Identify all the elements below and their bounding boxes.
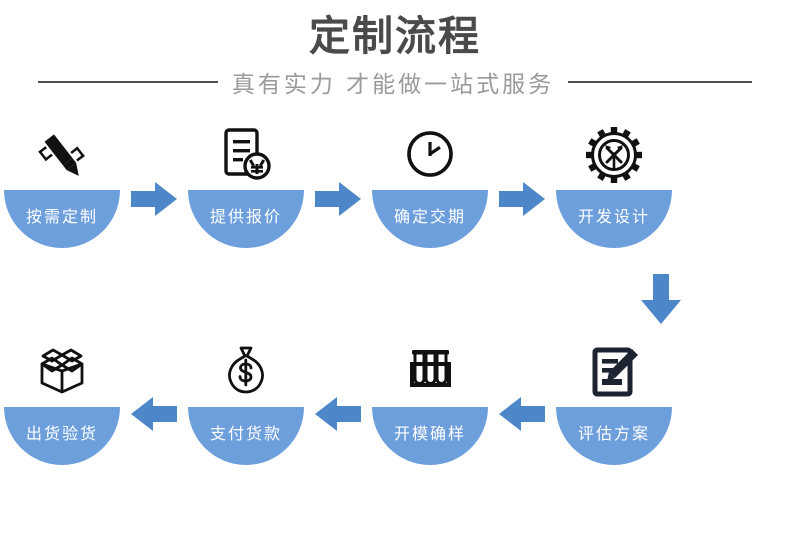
- clipboard-pen-icon: [578, 337, 650, 409]
- arrow-right-icon: [492, 118, 552, 248]
- flow-step-label: 开模确样: [393, 424, 466, 443]
- pencil-ruler-icon: [26, 120, 98, 192]
- step-pill: 评估方案: [556, 407, 672, 465]
- flow-step-provide-quotation[interactable]: 提供报价: [184, 118, 308, 248]
- flow-step-label: 开发设计: [577, 207, 650, 226]
- step-pill: 确定交期: [372, 190, 488, 248]
- flow-step-pay-for-goods[interactable]: 支付货款: [184, 335, 308, 465]
- step-pill: 出货验货: [4, 407, 120, 465]
- subtitle-row: 真有实力 才能做一站式服务: [0, 64, 790, 100]
- divider-left: [37, 81, 218, 83]
- page-header: 定制流程 真有实力 才能做一站式服务: [0, 0, 790, 110]
- flow-step-label: 按需定制: [25, 207, 98, 226]
- step-pill: 开模确样: [372, 407, 488, 465]
- clock-icon: [394, 120, 466, 192]
- arrow-right-icon: [124, 118, 184, 248]
- flow-step-label: 确定交期: [393, 207, 466, 226]
- flow-row-two: 出货验货 支付货款: [0, 335, 790, 465]
- page-title: 定制流程: [309, 12, 481, 60]
- arrow-down-icon: [635, 272, 687, 326]
- test-tubes-icon: [394, 337, 466, 409]
- step-pill: 支付货款: [188, 407, 304, 465]
- open-box-icon: [26, 337, 98, 409]
- flow-step-shipment-inspection[interactable]: 出货验货: [0, 335, 124, 465]
- step-pill: 提供报价: [188, 190, 304, 248]
- flow-step-label: 评估方案: [577, 424, 650, 443]
- step-pill: 按需定制: [4, 190, 120, 248]
- flow-step-custom-on-demand[interactable]: 按需定制: [0, 118, 124, 248]
- gear-tools-icon: [578, 120, 650, 192]
- flow-step-evaluate-plan[interactable]: 评估方案: [552, 335, 676, 465]
- arrow-left-icon: [492, 335, 552, 465]
- flow-row-one: 按需定制: [0, 118, 790, 248]
- divider-right: [568, 81, 753, 83]
- arrow-left-icon: [124, 335, 184, 465]
- page-subtitle: 真有实力 才能做一站式服务: [231, 72, 555, 98]
- step-pill: 开发设计: [556, 190, 672, 248]
- flow-step-label: 提供报价: [209, 207, 282, 226]
- money-bag-icon: [210, 337, 282, 409]
- flow-step-confirm-delivery-date[interactable]: 确定交期: [368, 118, 492, 248]
- document-yen-icon: [210, 120, 282, 192]
- arrow-right-icon: [308, 118, 368, 248]
- flow-step-mold-sample-confirm[interactable]: 开模确样: [368, 335, 492, 465]
- flow-step-development-design[interactable]: 开发设计: [552, 118, 676, 248]
- flow-step-label: 支付货款: [209, 424, 282, 443]
- arrow-left-icon: [308, 335, 368, 465]
- flow-step-label: 出货验货: [25, 424, 98, 443]
